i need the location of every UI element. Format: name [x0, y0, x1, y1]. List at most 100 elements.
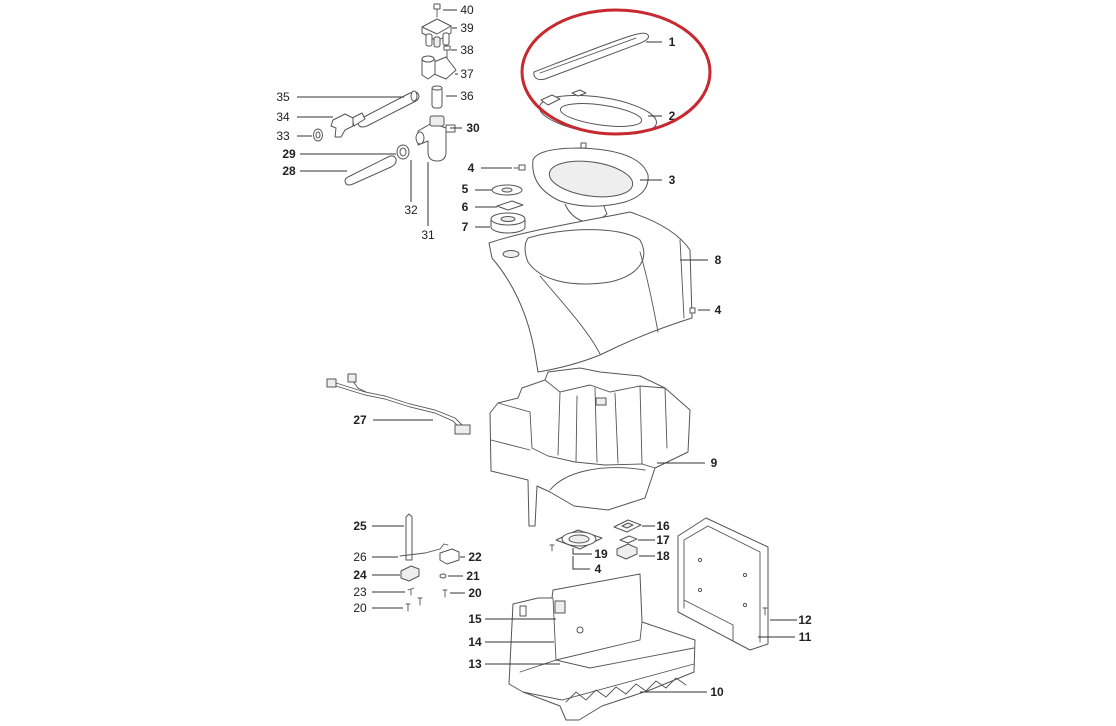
part-28-tube [344, 155, 397, 186]
part-4-screw-shroud [689, 307, 696, 314]
callout-12: 12 [798, 613, 812, 627]
part-6-plate [496, 200, 524, 211]
part-39-pin-right [442, 32, 450, 46]
part-9-housing [489, 367, 691, 527]
part-21-body [439, 573, 447, 579]
part-10-front-lip [522, 663, 695, 701]
part-2-hinge-tab-2 [571, 89, 587, 97]
part-16-cover [613, 519, 642, 533]
callout-5: 5 [462, 182, 469, 196]
callout-17: 17 [656, 533, 670, 547]
part-36-top [431, 85, 443, 91]
part-28-body [344, 155, 397, 186]
callout-40: 40 [460, 3, 474, 17]
part-20-screw-left [405, 597, 423, 612]
part-10-floor-back [555, 621, 643, 661]
part-20-left-body [405, 597, 423, 612]
part-9-waist [531, 447, 656, 469]
part-19-screw [549, 544, 555, 552]
callout-27: 27 [353, 413, 367, 427]
part-3-bowl [532, 142, 649, 222]
part-9-front-edge [497, 402, 533, 449]
part-27-wire-b [335, 385, 461, 429]
callout-19: 19 [594, 547, 608, 561]
part-27-connector-b [347, 373, 357, 383]
part-34-body [330, 113, 354, 138]
part-25-body [405, 513, 413, 561]
part-11-flange [683, 525, 761, 643]
part-26-lever [399, 543, 449, 557]
part-30-body [417, 122, 447, 162]
part-29-inner [399, 147, 407, 157]
part-10-hole [576, 626, 584, 634]
part-37-valve-bracket [421, 55, 457, 80]
part-7-hole [500, 216, 516, 222]
part-11-hole-a [697, 557, 703, 563]
part-4-shroud-head [689, 307, 696, 314]
part-27-connector-a [326, 378, 337, 388]
callout-8: 8 [715, 253, 722, 267]
part-19-gasket [549, 529, 603, 552]
part-9-socket [595, 397, 607, 406]
part-8-contour-right [639, 251, 659, 333]
part-9-ribs [557, 385, 643, 465]
callout-34: 34 [276, 110, 290, 124]
part-11-hole-b [697, 587, 703, 593]
part-8-hole [502, 250, 520, 258]
part-8-opening [524, 229, 645, 285]
part-10-tab [519, 605, 527, 617]
part-3-screw [580, 142, 587, 149]
callout-31: 31 [421, 228, 435, 242]
part-10-base-tray [508, 573, 696, 721]
part-37-plate [433, 56, 457, 80]
callout-18: 18 [656, 549, 670, 563]
callout-9: 9 [711, 456, 718, 470]
part-12-body [762, 607, 768, 616]
part-9-side-edge [664, 387, 668, 449]
callout-4-bowl: 4 [468, 161, 475, 175]
part-11-hole-c [742, 572, 748, 578]
part-27-wire-a [335, 382, 464, 427]
highlight-ellipse [520, 8, 712, 136]
part-8-edge [679, 239, 685, 319]
callout-38: 38 [460, 43, 474, 57]
part-5-hub [501, 187, 513, 193]
callout-36: 36 [460, 89, 474, 103]
part-9-lower-contour [549, 467, 646, 491]
part-17-strip [619, 535, 638, 544]
part-2-inner [559, 103, 643, 127]
part-12-screw [762, 607, 768, 616]
part-29-ring [396, 144, 410, 160]
part-39-pin-center [433, 36, 441, 48]
callout-20-right: 20 [468, 586, 482, 600]
callout-37: 37 [460, 67, 474, 81]
leader-19 [572, 548, 592, 555]
callout-3: 3 [669, 173, 676, 187]
part-30-water-pump [415, 115, 456, 162]
part-1-edge [539, 37, 637, 74]
part-24-block [400, 565, 420, 582]
part-10-lattice [565, 677, 687, 703]
part-37-sleeve-top [421, 55, 435, 63]
callout-7: 7 [462, 220, 469, 234]
part-23-body [407, 587, 415, 596]
callout-13: 13 [468, 657, 482, 671]
part-27-connector-c [454, 424, 471, 435]
callout-23: 23 [353, 585, 367, 599]
callout-22: 22 [468, 550, 482, 564]
part-20-screw-right [442, 589, 448, 598]
part-22-fitting [439, 548, 460, 565]
part-25-rod [405, 513, 413, 561]
part-24-body [400, 565, 420, 582]
callout-30: 30 [466, 121, 480, 135]
part-4-bowl-head [518, 164, 526, 171]
part-3-opening [548, 160, 634, 198]
part-2-hinge-tab [540, 94, 561, 106]
part-40-screw [433, 3, 441, 18]
part-10-outline [508, 573, 696, 721]
part-11-lower-edge [683, 599, 734, 642]
callout-11: 11 [799, 630, 812, 644]
part-21-clip [439, 573, 447, 579]
callout-32: 32 [404, 203, 418, 217]
